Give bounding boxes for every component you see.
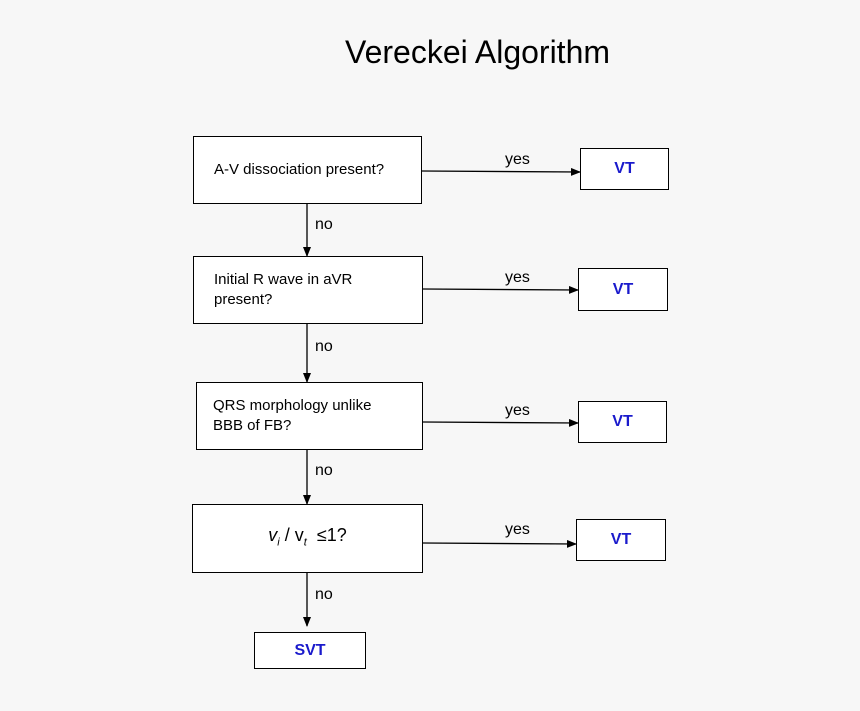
final-result-box: SVT bbox=[254, 632, 366, 669]
question-text-3: QRS morphology unlike BBB of FB? bbox=[213, 397, 372, 434]
arrow-yes-3 bbox=[422, 418, 579, 427]
arrow-yes-4 bbox=[422, 539, 577, 548]
question-box-2: Initial R wave in aVR present? bbox=[193, 256, 423, 324]
no-label-2: no bbox=[315, 338, 333, 355]
final-result-text: SVT bbox=[294, 641, 326, 659]
yes-label-3: yes bbox=[505, 402, 530, 419]
no-label-3: no bbox=[315, 462, 333, 479]
result-box-1: VT bbox=[580, 148, 669, 190]
no-label-4: no bbox=[315, 586, 333, 603]
yes-label-1: yes bbox=[505, 151, 530, 168]
arrow-yes-1 bbox=[421, 167, 581, 176]
result-box-2: VT bbox=[578, 268, 668, 311]
question-text-2: Initial R wave in aVR present? bbox=[214, 271, 353, 308]
ratio-question: vi / vt ≤1? bbox=[268, 524, 347, 549]
yes-label-2: yes bbox=[505, 269, 530, 286]
result-text-3: VT bbox=[612, 413, 633, 430]
result-text-4: VT bbox=[610, 531, 632, 548]
yes-label-4: yes bbox=[505, 521, 530, 538]
result-text-1: VT bbox=[614, 160, 635, 177]
no-label-1: no bbox=[315, 216, 333, 233]
question-box-4: vi / vt ≤1? bbox=[192, 504, 423, 573]
diagram-title: Vereckei Algorithm bbox=[345, 34, 611, 70]
result-text-2: VT bbox=[612, 280, 634, 298]
question-box-1: A-V dissociation present? bbox=[193, 136, 422, 204]
result-box-4: VT bbox=[576, 519, 666, 561]
question-box-3: QRS morphology unlike BBB of FB? bbox=[196, 382, 423, 450]
arrow-yes-2 bbox=[422, 285, 579, 294]
result-box-3: VT bbox=[578, 401, 667, 443]
question-text-1: A-V dissociation present? bbox=[214, 161, 385, 178]
